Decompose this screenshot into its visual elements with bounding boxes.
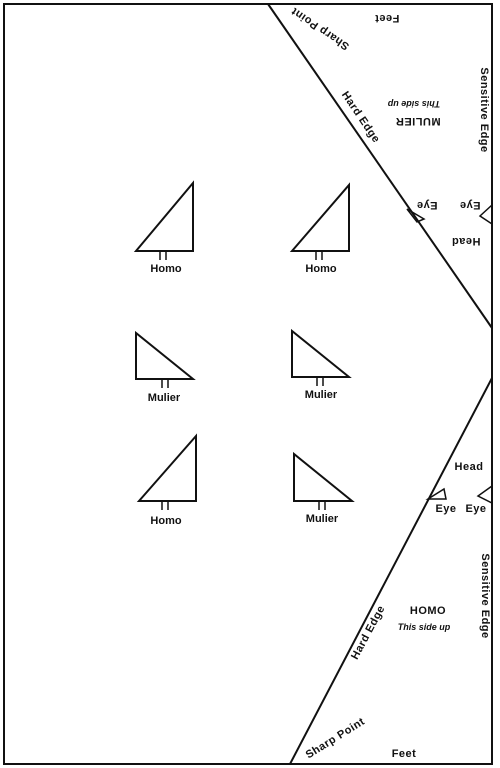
upper-head-label: Head [452, 235, 481, 247]
figure-mulier-3: Mulier [293, 451, 355, 525]
upper-title: MULIER [395, 115, 440, 127]
eye-notch-right [476, 484, 493, 505]
figure-mulier-2: Mulier [291, 328, 352, 401]
figure-label: Homo [150, 263, 181, 275]
figure-label: Homo [305, 263, 336, 275]
eye-notch-left [406, 208, 426, 223]
lower-eye-left-label: Eye [435, 503, 456, 515]
figure-shape [133, 180, 194, 252]
lower-sensitive-edge-label: Sensitive Edge [479, 553, 491, 638]
figure-homo-2: Homo [289, 182, 350, 275]
lower-eye-right-label: Eye [465, 503, 486, 515]
figure-mulier-1: Mulier [135, 330, 196, 404]
figure-label: Homo [150, 515, 181, 527]
upper-hard-edge-line [267, 3, 493, 329]
upper-subtitle: This side up [387, 99, 440, 109]
figure-label: Mulier [148, 392, 181, 404]
figure-label: Mulier [305, 389, 338, 401]
upper-eye-right-label: Eye [459, 199, 480, 211]
eye-notch-left [425, 487, 447, 500]
upper-sensitive-edge-label: Sensitive Edge [478, 67, 490, 152]
figure-shape [291, 328, 352, 378]
lower-piece: Head Eye Eye Sensitive Edge Hard Edge HO… [304, 461, 493, 762]
figure-homo-1: Homo [133, 180, 194, 275]
lower-head-label: Head [455, 461, 484, 473]
figure-shape [135, 330, 196, 380]
lower-title: HOMO [410, 605, 446, 617]
figure-label: Mulier [306, 513, 339, 525]
upper-sharp-point-label: Sharp Point [289, 5, 351, 53]
figure-shape [289, 182, 350, 252]
upper-eye-left-label: Eye [416, 199, 437, 211]
figure-shape [293, 451, 355, 502]
upper-piece: Sharp Point Feet Hard Edge Sensitive Edg… [289, 5, 493, 247]
page-border [3, 3, 493, 765]
figure-shape [136, 433, 197, 502]
lower-subtitle: This side up [398, 622, 451, 632]
lower-feet-label: Feet [392, 748, 417, 760]
upper-feet-label: Feet [375, 12, 400, 24]
eye-notch-right [478, 203, 493, 226]
lower-hard-edge-line [289, 377, 493, 765]
figure-homo-3: Homo [136, 433, 197, 527]
lower-sharp-point-label: Sharp Point [304, 716, 367, 762]
